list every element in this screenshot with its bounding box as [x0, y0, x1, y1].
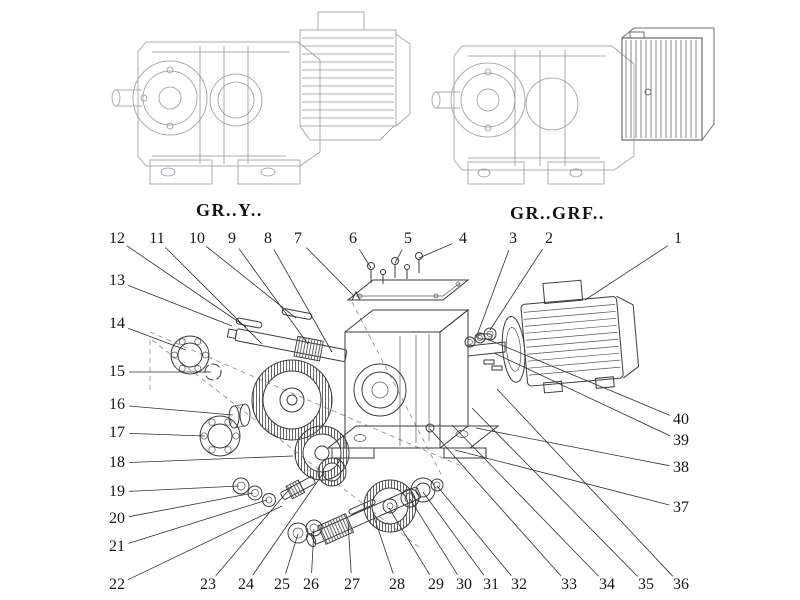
part-number-9: 9 — [228, 230, 236, 247]
part-number-5: 5 — [404, 230, 412, 247]
leader-line-16 — [128, 405, 234, 416]
part-number-36: 36 — [673, 576, 689, 593]
part-number-29: 29 — [428, 576, 444, 593]
leader-line-7 — [306, 247, 355, 297]
part-number-14: 14 — [109, 315, 125, 332]
leader-line-31 — [422, 491, 485, 576]
leader-lines — [126, 243, 674, 581]
leader-line-6 — [358, 248, 372, 269]
leader-line-35 — [471, 407, 638, 577]
part-number-25: 25 — [274, 576, 290, 593]
part-number-16: 16 — [109, 396, 125, 413]
part-number-2: 2 — [545, 230, 553, 247]
leader-line-8 — [273, 249, 333, 353]
part-number-10: 10 — [189, 230, 205, 247]
part-number-33: 33 — [561, 576, 577, 593]
leader-line-20 — [128, 492, 254, 518]
model-label-gr-grf: GR..GRF.. — [510, 203, 605, 223]
leader-line-34 — [451, 424, 599, 577]
leader-line-30 — [409, 498, 458, 576]
part-number-6: 6 — [349, 230, 357, 247]
leader-line-28 — [372, 513, 394, 574]
gearmotor-drawing-flange-mounted — [431, 27, 715, 185]
leader-line-1 — [584, 245, 669, 301]
part-number-28: 28 — [389, 576, 405, 593]
spacer-sleeve — [228, 403, 251, 429]
part-number-37: 37 — [673, 499, 689, 516]
leader-line-3 — [475, 250, 510, 339]
part-number-39: 39 — [673, 432, 689, 449]
leader-line-11 — [165, 247, 263, 345]
part-number-23: 23 — [200, 576, 216, 593]
part-number-24: 24 — [238, 576, 254, 593]
leader-line-4 — [418, 243, 453, 259]
leader-line-18 — [128, 455, 294, 463]
cover-bolts — [367, 252, 423, 284]
input-bearing — [170, 335, 210, 375]
leader-line-36 — [496, 388, 674, 577]
leader-line-38 — [475, 427, 670, 467]
leader-line-22 — [127, 505, 283, 581]
gear-housing — [326, 308, 500, 459]
part-number-32: 32 — [511, 576, 527, 593]
part-number-8: 8 — [264, 230, 272, 247]
part-number-13: 13 — [109, 272, 125, 289]
part-number-26: 26 — [303, 576, 319, 593]
model-label-gr-y: GR..Y.. — [196, 200, 263, 220]
leader-line-13 — [128, 285, 233, 327]
electric-motor — [501, 279, 640, 394]
leader-line-26 — [311, 528, 315, 574]
leader-line-39 — [493, 352, 671, 437]
leader-line-10 — [206, 246, 297, 319]
retaining-rings — [232, 477, 276, 507]
part-number-38: 38 — [673, 459, 689, 476]
part-number-12: 12 — [109, 230, 125, 247]
leader-line-5 — [394, 249, 403, 264]
leader-line-23 — [215, 485, 293, 577]
leader-line-40 — [486, 338, 671, 416]
gearmotor-drawing-foot-mounted — [111, 11, 411, 185]
part-number-31: 31 — [483, 576, 499, 593]
leader-line-32 — [436, 485, 512, 577]
pinion-shaft — [280, 476, 316, 500]
part-number-11: 11 — [149, 230, 165, 247]
leader-line-27 — [347, 521, 352, 574]
part-number-3: 3 — [509, 230, 517, 247]
output-gear — [363, 479, 417, 533]
part-number-35: 35 — [638, 576, 654, 593]
part-number-21: 21 — [109, 538, 125, 555]
leader-line-33 — [429, 428, 562, 577]
leader-line-37 — [454, 449, 670, 506]
leader-line-19 — [128, 485, 240, 492]
part-number-22: 22 — [109, 576, 125, 593]
part-number-18: 18 — [109, 454, 125, 471]
leader-line-2 — [489, 248, 543, 331]
part-number-40: 40 — [673, 411, 689, 428]
second-bearing — [199, 415, 241, 457]
part-number-15: 15 — [109, 363, 125, 380]
leader-line-25 — [285, 533, 299, 574]
part-number-34: 34 — [599, 576, 615, 593]
part-number-27: 27 — [344, 576, 360, 593]
part-number-7: 7 — [294, 230, 302, 247]
leader-line-21 — [128, 499, 268, 544]
motor-coupling-parts — [464, 327, 506, 371]
part-number-19: 19 — [109, 483, 125, 500]
leader-line-9 — [238, 248, 309, 345]
part-number-30: 30 — [456, 576, 472, 593]
leader-line-12 — [126, 245, 247, 328]
leader-line-17 — [128, 433, 206, 437]
exploded-view — [149, 252, 640, 549]
input-shaft — [226, 328, 348, 362]
part-number-1: 1 — [674, 230, 682, 247]
part-number-4: 4 — [459, 230, 467, 247]
leader-line-14 — [128, 327, 187, 351]
housing-cover — [346, 279, 470, 301]
intermediate-gears — [294, 425, 350, 487]
part-number-17: 17 — [109, 424, 125, 441]
leader-line-24 — [252, 471, 325, 576]
part-number-20: 20 — [109, 510, 125, 527]
leader-line-29 — [388, 507, 431, 576]
